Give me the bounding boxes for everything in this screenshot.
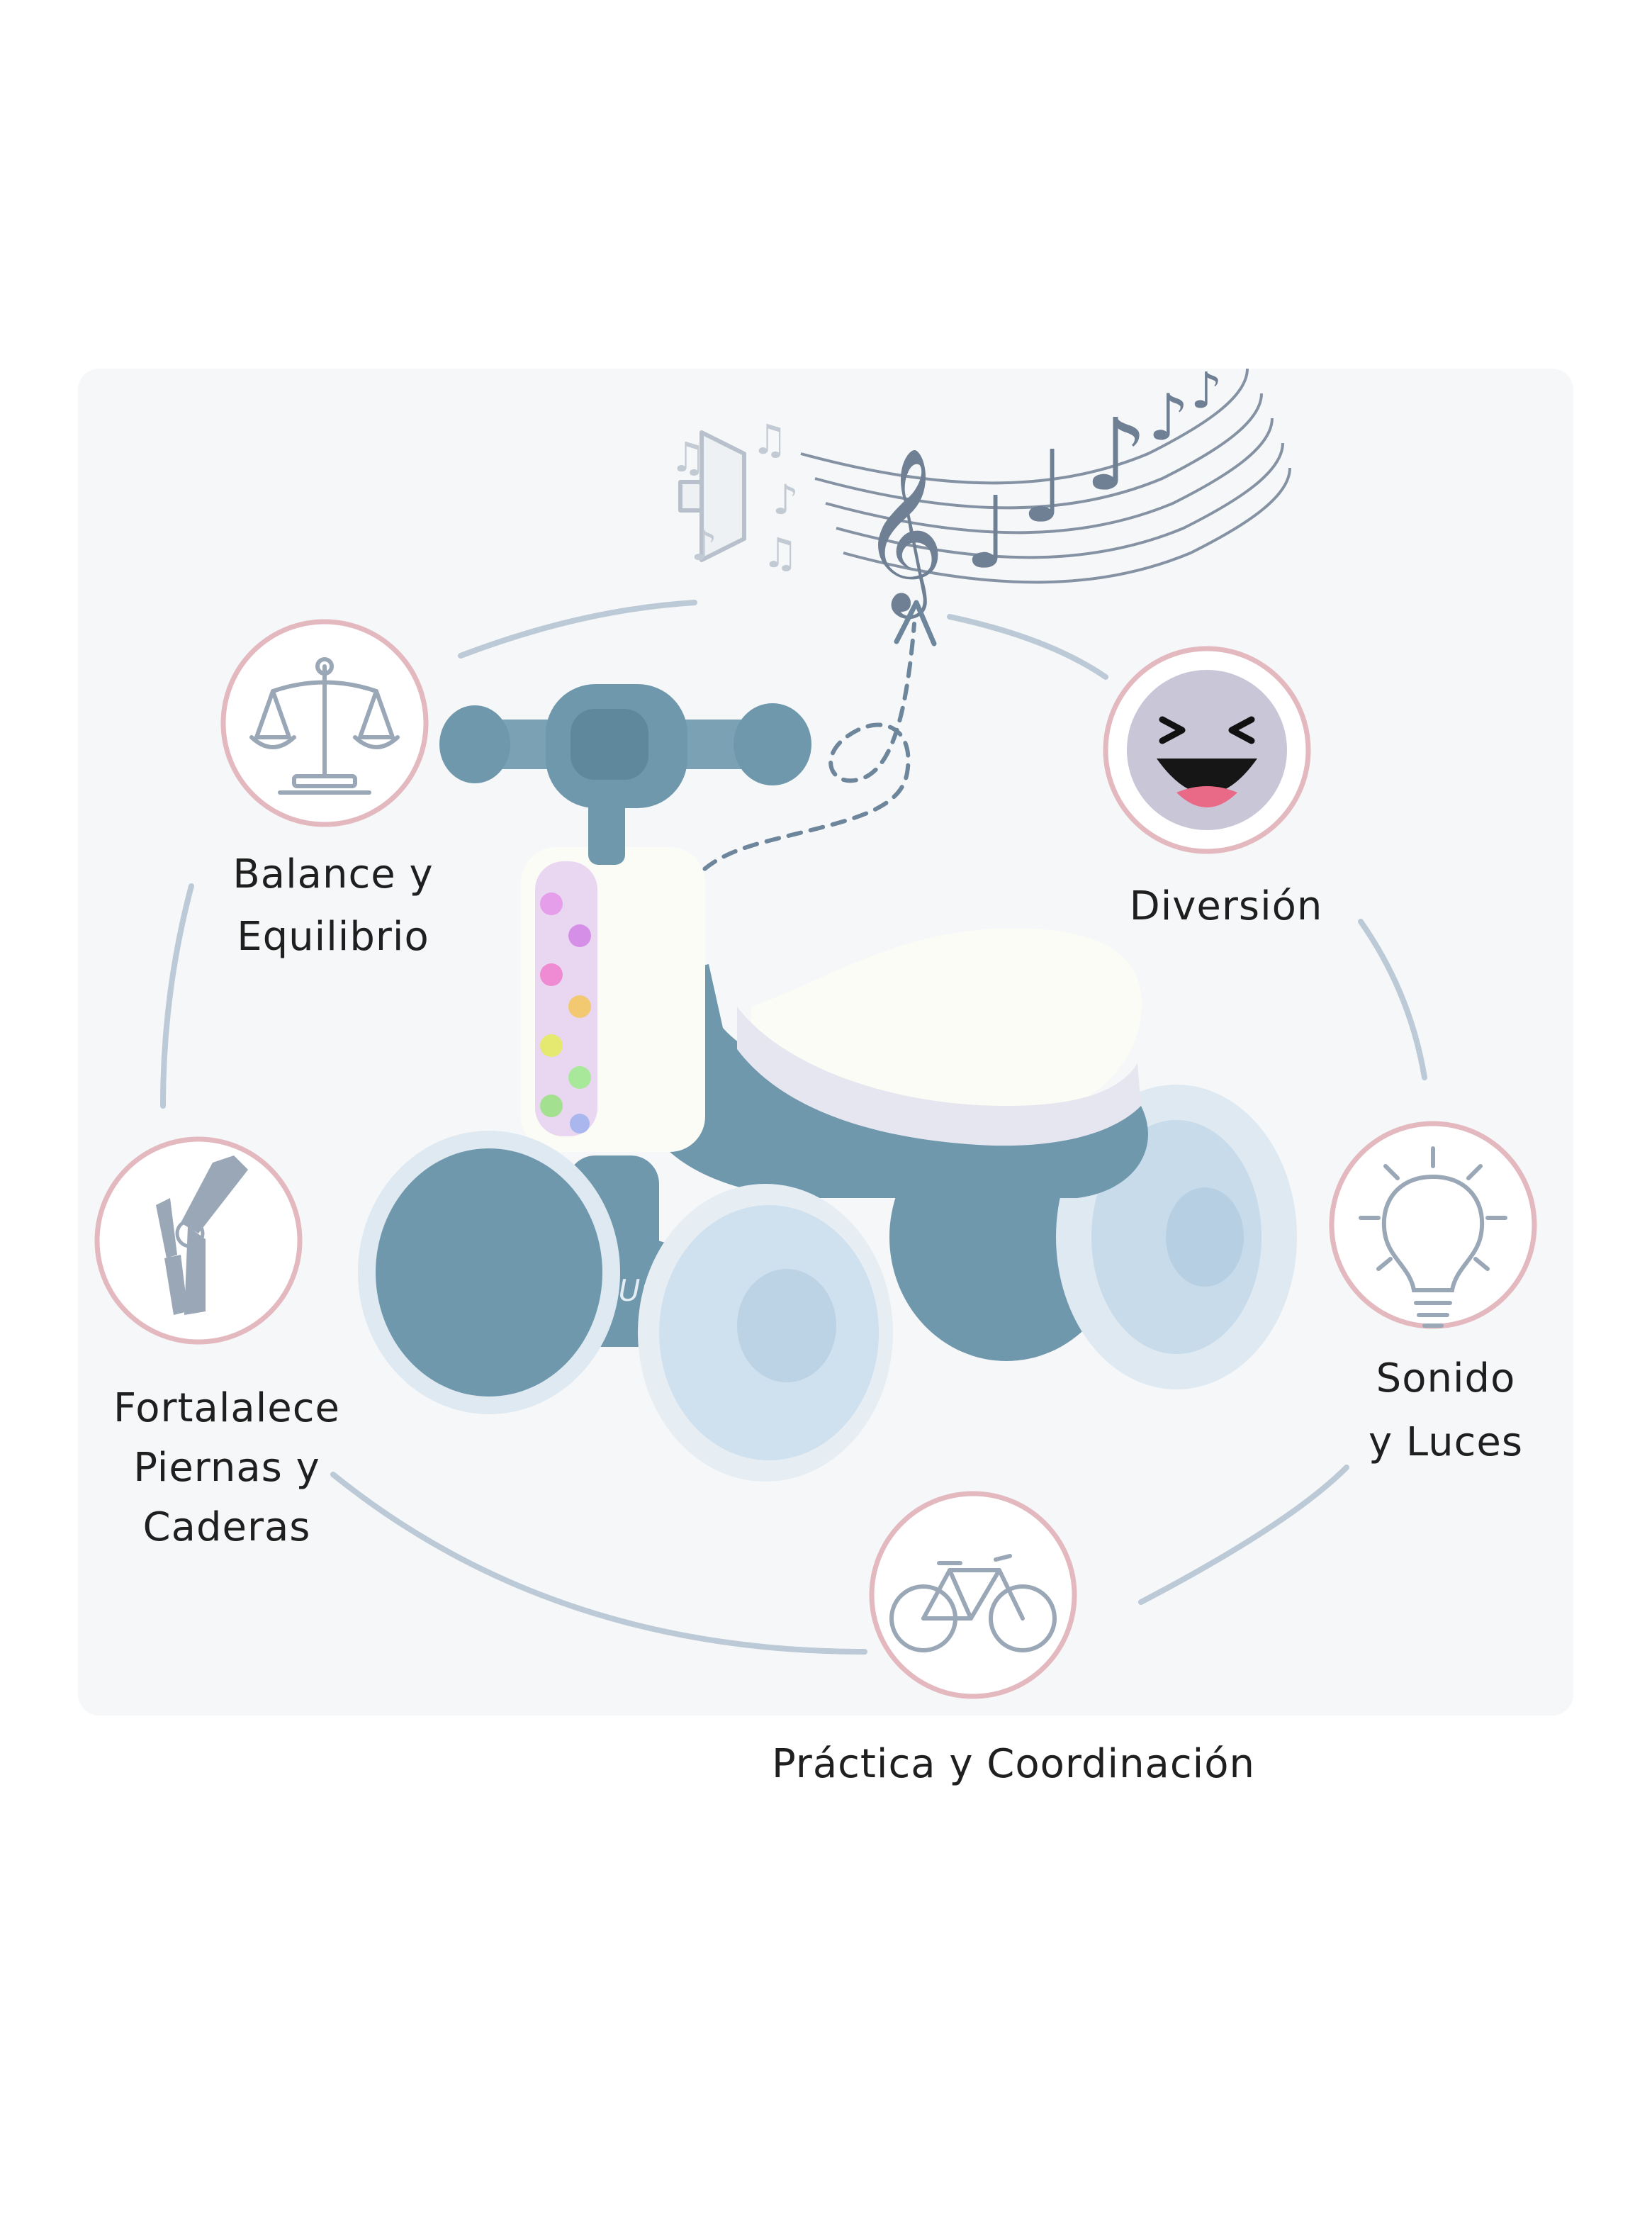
laughing-face-icon: [1103, 646, 1311, 854]
music-notes: 𝄞 ♩ ♩ ♪ ♪ ♪: [861, 362, 1223, 619]
right-grip: [734, 703, 811, 785]
music-staff: [800, 368, 1291, 584]
svg-text:♪: ♪: [1148, 381, 1189, 455]
svg-text:♪: ♪: [1191, 362, 1223, 420]
leg-joint-icon: [94, 1136, 303, 1345]
scales-icon: [220, 619, 429, 827]
feature-label-sonido: Sonido y Luces: [1368, 1355, 1524, 1465]
balance-bike: Glow Up: [358, 684, 1297, 1482]
svg-text:♪: ♪: [1084, 398, 1147, 513]
bike-seat: [751, 928, 1142, 1126]
speaker-music-icon: ♫ ♫ ♪ ♪ ♫: [670, 415, 799, 577]
seat-base: [737, 1007, 1141, 1146]
feature-label-practica: Práctica y Coordinación: [772, 1741, 1255, 1787]
svg-text:♩: ♩: [1021, 430, 1067, 545]
feature-label-balance: Balance y Equilibrio: [232, 851, 434, 960]
circle-arcs: [160, 600, 1427, 1655]
svg-text:𝄞: 𝄞: [861, 447, 945, 619]
arrow-head-icon: [894, 600, 937, 647]
front-left-wheel: [358, 1131, 620, 1414]
svg-text:♪: ♪: [772, 476, 799, 524]
lightbulb-icon: [1329, 1121, 1537, 1329]
feature-label-diversion: Diversión: [1129, 883, 1323, 929]
front-right-wheel: [638, 1184, 893, 1482]
svg-text:♪: ♪: [691, 522, 717, 570]
dashed-path: [675, 622, 916, 931]
svg-text:♩: ♩: [964, 476, 1011, 591]
feature-label-fortalece: Fortalalece Piernas y Caderas: [113, 1385, 340, 1550]
led-lights: [540, 892, 591, 1134]
bicycle-icon: [869, 1491, 1077, 1699]
left-grip: [439, 705, 510, 783]
svg-text:♫: ♫: [762, 529, 799, 577]
svg-text:♫: ♫: [751, 415, 788, 464]
svg-text:♫: ♫: [670, 433, 707, 481]
